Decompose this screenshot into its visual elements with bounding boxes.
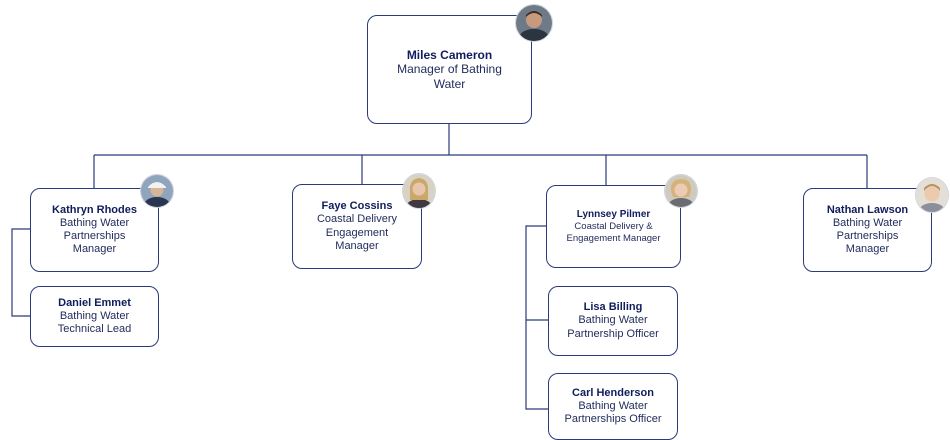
avatar-miles-cameron [515,4,553,42]
person-role: Bathing Water Partnerships Manager [59,216,130,256]
card-lisa-billing[interactable]: Lisa Billing Bathing Water Partnership O… [548,286,678,356]
person-role: Coastal Delivery & Engagement Manager [566,221,661,244]
person-name: Daniel Emmet [58,296,131,309]
person-role: Manager of Bathing Water [397,62,502,91]
person-name: Carl Henderson [572,386,654,399]
card-kathryn-rhodes[interactable]: Kathryn Rhodes Bathing Water Partnership… [30,188,159,272]
card-miles-cameron[interactable]: Miles Cameron Manager of Bathing Water [367,15,532,124]
avatar-faye-cossins [402,173,436,209]
person-role: Bathing Water Partnership Officer [567,314,659,340]
person-name: Nathan Lawson [826,203,909,216]
connector-lynnsey-reports [525,225,548,410]
avatar-lynnsey-pilmer [664,174,698,208]
card-carl-henderson[interactable]: Carl Henderson Bathing Water Partnership… [548,373,678,440]
person-name: Lynnsey Pilmer [576,209,651,221]
connector-kathryn-daniel [11,228,30,317]
avatar-kathryn-rhodes [140,174,174,208]
person-role: Coastal Delivery Engagement Manager [316,213,398,252]
person-role: Bathing Water Partnerships Officer [564,399,662,426]
person-name: Miles Cameron [406,47,493,62]
person-name: Faye Cossins [321,200,393,213]
card-lynnsey-pilmer[interactable]: Lynnsey Pilmer Coastal Delivery & Engage… [546,185,681,268]
avatar-nathan-lawson [915,177,949,213]
person-role: Bathing Water Technical Lead [57,309,132,336]
card-faye-cossins[interactable]: Faye Cossins Coastal Delivery Engagement… [292,184,422,269]
person-role: Bathing Water Partnerships Manager [832,216,903,256]
person-name: Kathryn Rhodes [52,203,137,216]
person-name: Lisa Billing [583,301,643,314]
card-daniel-emmet[interactable]: Daniel Emmet Bathing Water Technical Lea… [30,286,159,347]
card-nathan-lawson[interactable]: Nathan Lawson Bathing Water Partnerships… [803,188,932,272]
